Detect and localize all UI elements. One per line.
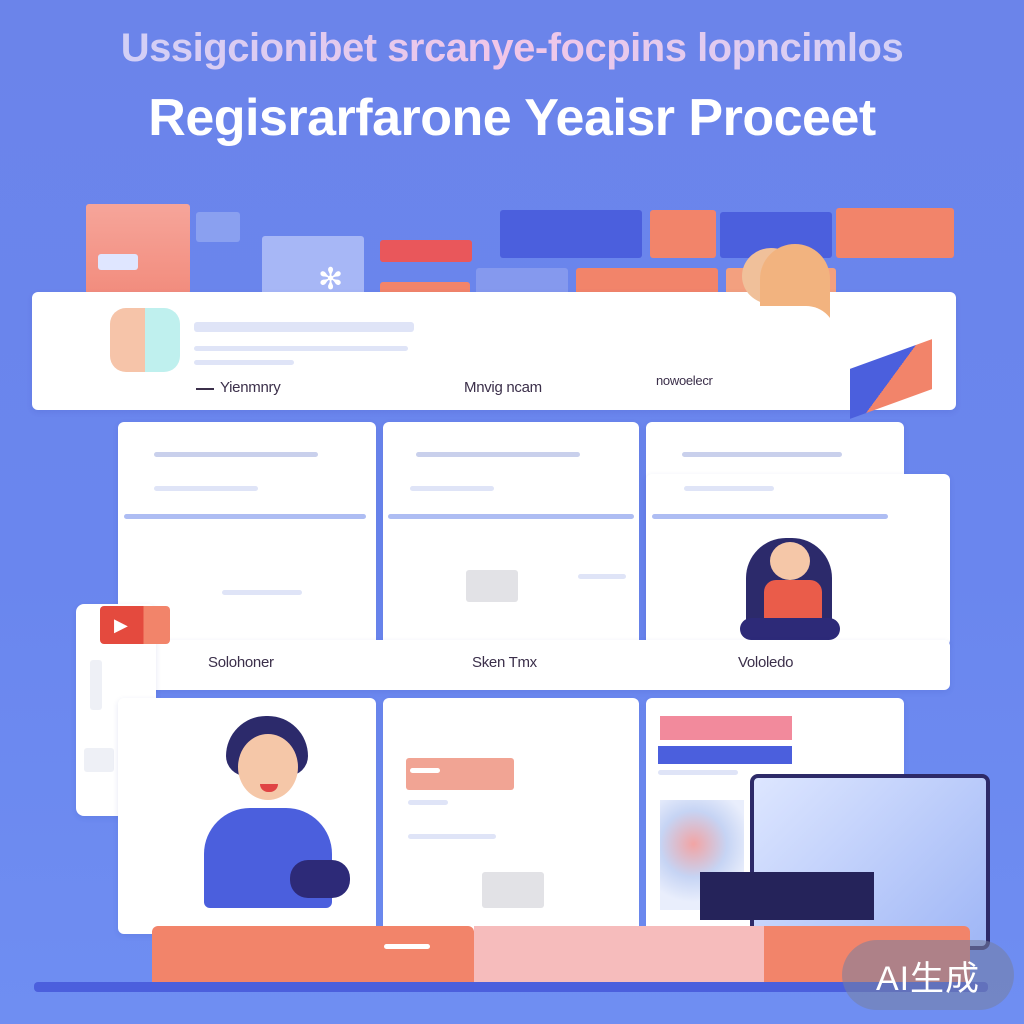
pink-banner: [660, 716, 792, 740]
caption-2: Mnvig ncam: [464, 379, 542, 396]
caption-4: Solohoner: [208, 654, 274, 671]
text-placeholder: [194, 346, 408, 351]
avatar-man-arm: [290, 860, 350, 898]
bg-tile: [380, 240, 472, 262]
text-placeholder: [194, 322, 414, 332]
text-placeholder: [410, 768, 440, 773]
button-placeholder[interactable]: [482, 872, 544, 908]
text-placeholder: [408, 834, 496, 839]
bg-tile: [196, 212, 240, 242]
card-2: [383, 422, 639, 646]
laptop-base: [700, 872, 874, 920]
avatar-woman-body: [710, 306, 836, 372]
text-placeholder: [578, 574, 626, 579]
smile: [260, 784, 278, 792]
avatar-woman-sitting: [770, 542, 810, 580]
ai-generated-badge: AI生成: [842, 940, 1014, 1010]
text-placeholder: [154, 486, 258, 491]
snowflake-icon: ✻: [318, 263, 344, 296]
text-placeholder: [410, 486, 494, 491]
text-placeholder: [154, 452, 318, 457]
page-title: Regisrarfarone Yeaisr Proceet: [148, 89, 876, 147]
text-placeholder: [222, 590, 302, 595]
caption-5: Sken Tmx: [472, 654, 537, 671]
form-field[interactable]: [406, 758, 514, 790]
bg-tile: [650, 210, 716, 258]
blue-banner: [658, 746, 792, 764]
caption-1: Yienmnry: [220, 379, 281, 396]
text-placeholder: [124, 514, 366, 519]
dash-icon: [196, 388, 214, 390]
bg-tile: [500, 210, 642, 258]
text-placeholder: [384, 944, 430, 949]
bottom-pink-bar: [474, 926, 764, 982]
legs: [740, 618, 840, 640]
text-placeholder: [684, 486, 774, 491]
bg-tile: [262, 236, 364, 296]
bottom-coral-bar: [152, 926, 474, 982]
laptop-screen: [750, 774, 990, 950]
button-placeholder[interactable]: [466, 570, 518, 602]
subtitle: Ussigcionibet srcanye-focpins lopncimlos: [0, 26, 1024, 71]
caption-3: nowoelecr: [656, 373, 713, 388]
text-placeholder: [408, 800, 448, 805]
app-icon: [110, 308, 180, 372]
bg-tile-keyboard: [86, 204, 190, 294]
text-placeholder: [682, 452, 842, 457]
caption-bar: [118, 640, 950, 690]
text-placeholder: [388, 514, 634, 519]
caption-6: Vololedo: [738, 654, 794, 671]
play-button-icon[interactable]: ▶: [100, 606, 170, 644]
text-placeholder: [194, 360, 294, 365]
text-placeholder: [658, 770, 738, 775]
text-placeholder: [84, 748, 114, 772]
bg-tile: [98, 254, 138, 270]
bg-tile: [836, 208, 954, 258]
text-placeholder: [652, 514, 888, 519]
floor-line: [34, 982, 988, 992]
text-placeholder: [416, 452, 580, 457]
text-placeholder: [90, 660, 102, 710]
